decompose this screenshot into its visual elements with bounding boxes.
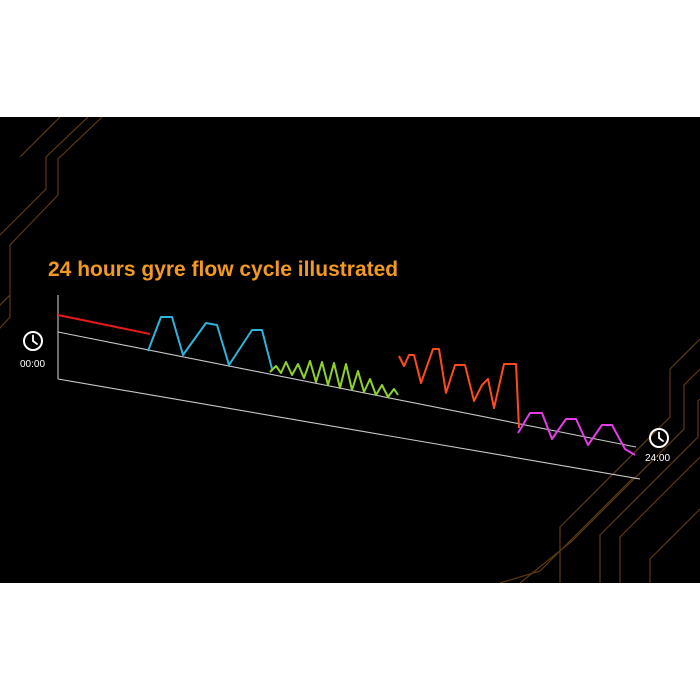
segment-5-pulse — [517, 412, 636, 456]
circuit-lines — [0, 117, 700, 583]
diagram-panel: 24 hours gyre flow cycle illustrated 00:… — [0, 117, 700, 583]
circuit-line — [0, 117, 103, 329]
flow-segments — [57, 314, 636, 456]
circuit-line — [619, 456, 700, 583]
circuit-line — [519, 368, 700, 583]
circuit-line — [499, 476, 635, 583]
start-time-label: 00:00 — [20, 359, 46, 370]
axes — [57, 295, 641, 480]
segment-1-constant — [57, 314, 151, 335]
circuit-line — [599, 398, 700, 583]
end-time-label: 24:00 — [645, 453, 671, 464]
segment-4-pulse — [398, 348, 520, 429]
circuit-line — [0, 117, 89, 236]
circuit-line — [649, 508, 700, 583]
diagram-title: 24 hours gyre flow cycle illustrated — [48, 258, 399, 281]
segment-2-pulse — [147, 316, 273, 370]
baseline — [57, 331, 637, 448]
start-clock-icon — [23, 331, 43, 351]
circuit-line — [0, 294, 11, 306]
circuit-line — [19, 117, 61, 158]
circuit-line — [559, 338, 700, 583]
segment-3-wave — [269, 360, 399, 398]
horizontal-axis — [57, 378, 641, 480]
gyre-flow-diagram — [0, 117, 700, 583]
end-clock-icon — [649, 428, 669, 448]
